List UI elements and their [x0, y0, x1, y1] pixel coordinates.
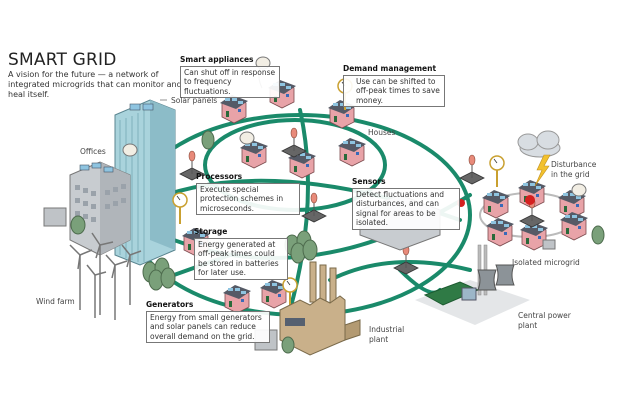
callout-heading: Generators: [146, 300, 194, 309]
label-disturbance: Disturbance in the grid: [551, 160, 597, 179]
battery-icon: [70, 215, 86, 235]
callout-text: Can shut off in response to frequency fl…: [180, 65, 280, 98]
callout-sensors: Sensors Detect fluctuations and disturba…: [352, 177, 460, 230]
central-power-plant: [415, 244, 530, 325]
callout-processors: Processors Execute special protection sc…: [196, 172, 300, 215]
solar-panel-icon: [129, 103, 141, 111]
wind-farm: [69, 232, 142, 320]
callout-text: Execute special protection schemes in mi…: [196, 182, 300, 215]
house-icon: [337, 137, 367, 167]
generator-icon: [542, 239, 556, 250]
callout-heading: Demand management: [343, 64, 437, 73]
callout-heading: Storage: [194, 227, 228, 236]
label-houses: Houses: [368, 128, 396, 137]
label-offices: Offices: [80, 147, 106, 156]
house-icon: [559, 211, 589, 241]
callout-demand-management: Demand management Use can be shifted to …: [343, 64, 445, 107]
plug-icon: [571, 183, 587, 197]
label-solar-panels: Solar panels: [171, 96, 218, 105]
callout-text: Energy generated at off-peak times could…: [194, 237, 288, 280]
battery-icon: [591, 225, 605, 245]
solar-panel-icon: [142, 103, 154, 111]
offices-building: [69, 161, 131, 256]
battery-icon: [201, 130, 215, 150]
sensor-node-icon: [459, 154, 485, 185]
plug-icon: [122, 143, 138, 157]
house-icon: [239, 139, 269, 169]
meter-icon: [489, 155, 505, 188]
storm-cloud-icon: [517, 130, 561, 158]
lightning-icon: [534, 154, 551, 187]
battery-storage: [142, 257, 176, 291]
industrial-plant: [279, 261, 361, 356]
callout-text: Energy from small generators and solar p…: [146, 310, 270, 343]
callout-heading: Smart appliances: [180, 55, 254, 64]
house-icon: [485, 217, 515, 247]
house-icon: [481, 189, 511, 219]
plug-icon: [239, 131, 255, 145]
page-subtitle: A vision for the future — a network of i…: [8, 70, 182, 99]
label-wind-farm: Wind farm: [36, 297, 75, 306]
page-title: SMART GRID: [8, 50, 117, 70]
battery-icon: [281, 336, 295, 354]
grid-line-to-plant: [328, 260, 472, 282]
label-isolated-microgrid: Isolated microgrid: [512, 258, 580, 267]
red-sensor-icon: [525, 195, 535, 205]
battery-storage-center: [284, 230, 318, 264]
callout-storage: Storage Energy generated at off-peak tim…: [194, 227, 288, 280]
callout-generators: Generators Energy from small generators …: [146, 300, 270, 343]
label-central-power-plant: Central power plant: [518, 311, 571, 330]
callout-text: Detect fluctuations and disturbances, an…: [352, 187, 460, 230]
generator-icon: [43, 207, 67, 227]
callout-smart-appliances: Smart appliances Can shut off in respons…: [180, 55, 280, 98]
callout-text: Use can be shifted to off-peak times to …: [343, 74, 445, 107]
callout-heading: Processors: [196, 172, 243, 181]
callout-heading: Sensors: [352, 177, 386, 186]
label-industrial-plant: Industrial plant: [369, 325, 405, 344]
